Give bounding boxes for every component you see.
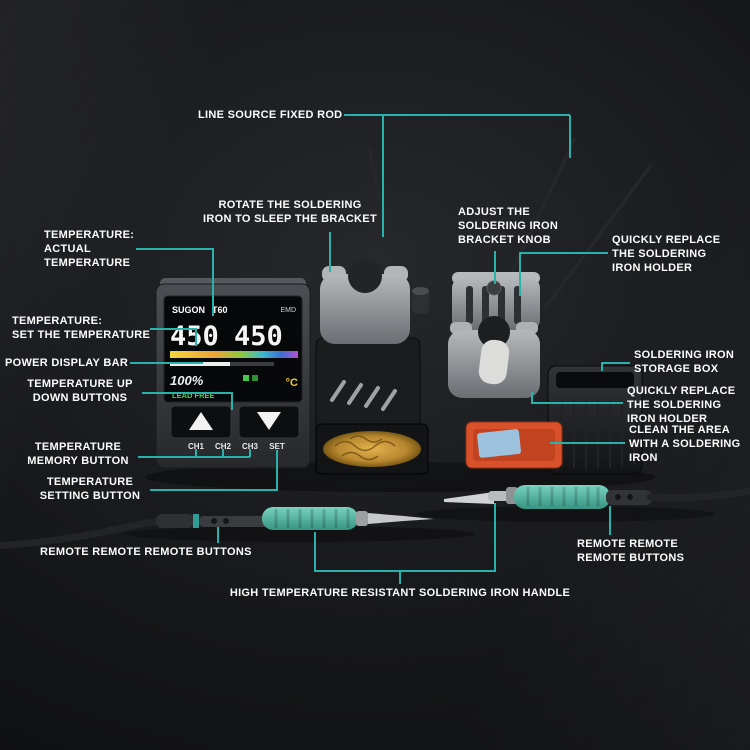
floor-shadow [145, 462, 655, 492]
iron-holder-sleeve [478, 339, 510, 385]
iron-grip-right [514, 485, 610, 509]
right-soldering-iron [444, 485, 750, 509]
right-holder-back [452, 272, 540, 330]
power-percent: 100% [170, 373, 204, 388]
fixed-rod [368, 146, 426, 302]
iron-shadow-left [125, 526, 475, 542]
annotation-iron-handle: HIGH TEMPERATURE RESISTANT SOLDERING IRO… [229, 587, 571, 599]
status-led [243, 375, 249, 381]
iron-tip-left [368, 513, 434, 524]
lead-free-text: LEAD FREE [172, 391, 215, 400]
ch1-button-label: CH1 [188, 442, 205, 451]
remote-button [211, 518, 217, 524]
ch2-button-label: CH2 [215, 442, 232, 451]
iron-cable-left [0, 517, 166, 550]
fixed-rod [543, 164, 652, 310]
remote-button [223, 518, 229, 524]
soldering-station: SUGON T60 EMD 450 450 100% °C LEAD FREE [155, 278, 311, 469]
leader-line-source-rod [344, 114, 571, 237]
leader-storage-box [601, 362, 630, 371]
annotation-temp-setting: TEMPERATURE SETTING BUTTON [39, 476, 141, 502]
leader-temp-set [150, 328, 197, 346]
iron-shadow-right [415, 506, 715, 522]
left-soldering-iron [0, 507, 434, 550]
leader-quick-replace-right [531, 392, 623, 404]
display-corner-text: EMD [280, 307, 296, 314]
leader-temp-setting [150, 450, 278, 491]
ch3-button-label: CH3 [242, 442, 259, 451]
annotation-temp-set: TEMPERATURE: SET THE TEMPERATURE [12, 315, 151, 341]
bracket-knob [412, 287, 429, 314]
right-holder-front [448, 316, 540, 398]
annotation-remote-left: REMOTE REMOTE REMOTE BUTTONS [40, 546, 252, 558]
iron-tip-right [444, 492, 494, 504]
brass-wool-box [315, 423, 429, 475]
annotation-adjust-bracket-knob: ADJUST THE SOLDERING IRON BRACKET KNOB [458, 206, 559, 246]
sleep-bracket [320, 259, 410, 344]
annotation-line-source-fixed-rod: LINE SOURCE FIXED ROD [198, 109, 343, 121]
annotation-storage-box: SOLDERING IRON STORAGE BOX [634, 349, 735, 375]
unit-text: °C [286, 377, 298, 389]
leader-temp-memory [138, 449, 251, 458]
sleep-bracket-base [315, 337, 421, 439]
annotation-quick-replace-right: QUICKLY REPLACE THE SOLDERING IRON HOLDE… [627, 385, 736, 425]
temp-up-button [170, 405, 232, 439]
annotation-temp-actual: TEMPERATURE: ACTUAL TEMPERATURE [44, 229, 135, 269]
up-arrow-icon [189, 412, 213, 430]
status-led [252, 375, 258, 381]
annotation-remote-right: REMOTE REMOTE REMOTE BUTTONS [577, 538, 685, 564]
annotation-quick-replace-top: QUICKLY REPLACE THE SOLDERING IRON HOLDE… [612, 234, 721, 274]
temp-down-button [238, 405, 300, 439]
annotation-clean-area: CLEAN THE AREA WITH A SOLDERING IRON [629, 424, 741, 464]
remote-button [627, 494, 633, 500]
annotation-rotate-sleep-bracket: ROTATE THE SOLDERING IRON TO SLEEP THE B… [203, 199, 377, 225]
spectrum-bar [170, 351, 298, 358]
tip-slots [330, 380, 397, 411]
brand-text: SUGON [172, 305, 205, 315]
storage-box [547, 365, 643, 475]
cleaning-sponge [477, 429, 521, 458]
down-arrow-icon [257, 412, 281, 430]
annotation-temp-up-down: TEMPERATURE UP DOWN BUTTONS [27, 378, 133, 404]
temp-actual-digits: 450 [170, 321, 219, 352]
model-text: T60 [212, 305, 228, 315]
annotation-temp-memory: TEMPERATURE MEMORY BUTTON [27, 441, 129, 467]
leader-temp-up-down [142, 392, 233, 410]
cleaning-pad [465, 421, 563, 469]
annotation-power-display-bar: POWER DISPLAY BAR [5, 357, 129, 369]
leader-temp-actual [136, 248, 214, 316]
station-display: SUGON T60 EMD 450 450 100% °C LEAD FREE [163, 295, 303, 403]
iron-cable-right [646, 487, 750, 502]
temp-set-digits: 450 [234, 321, 283, 352]
leader-quick-replace-top [519, 252, 608, 296]
iron-grip-left [262, 507, 358, 530]
remote-button [615, 494, 621, 500]
leader-iron-handle [314, 503, 496, 584]
set-button-label: SET [269, 442, 285, 451]
